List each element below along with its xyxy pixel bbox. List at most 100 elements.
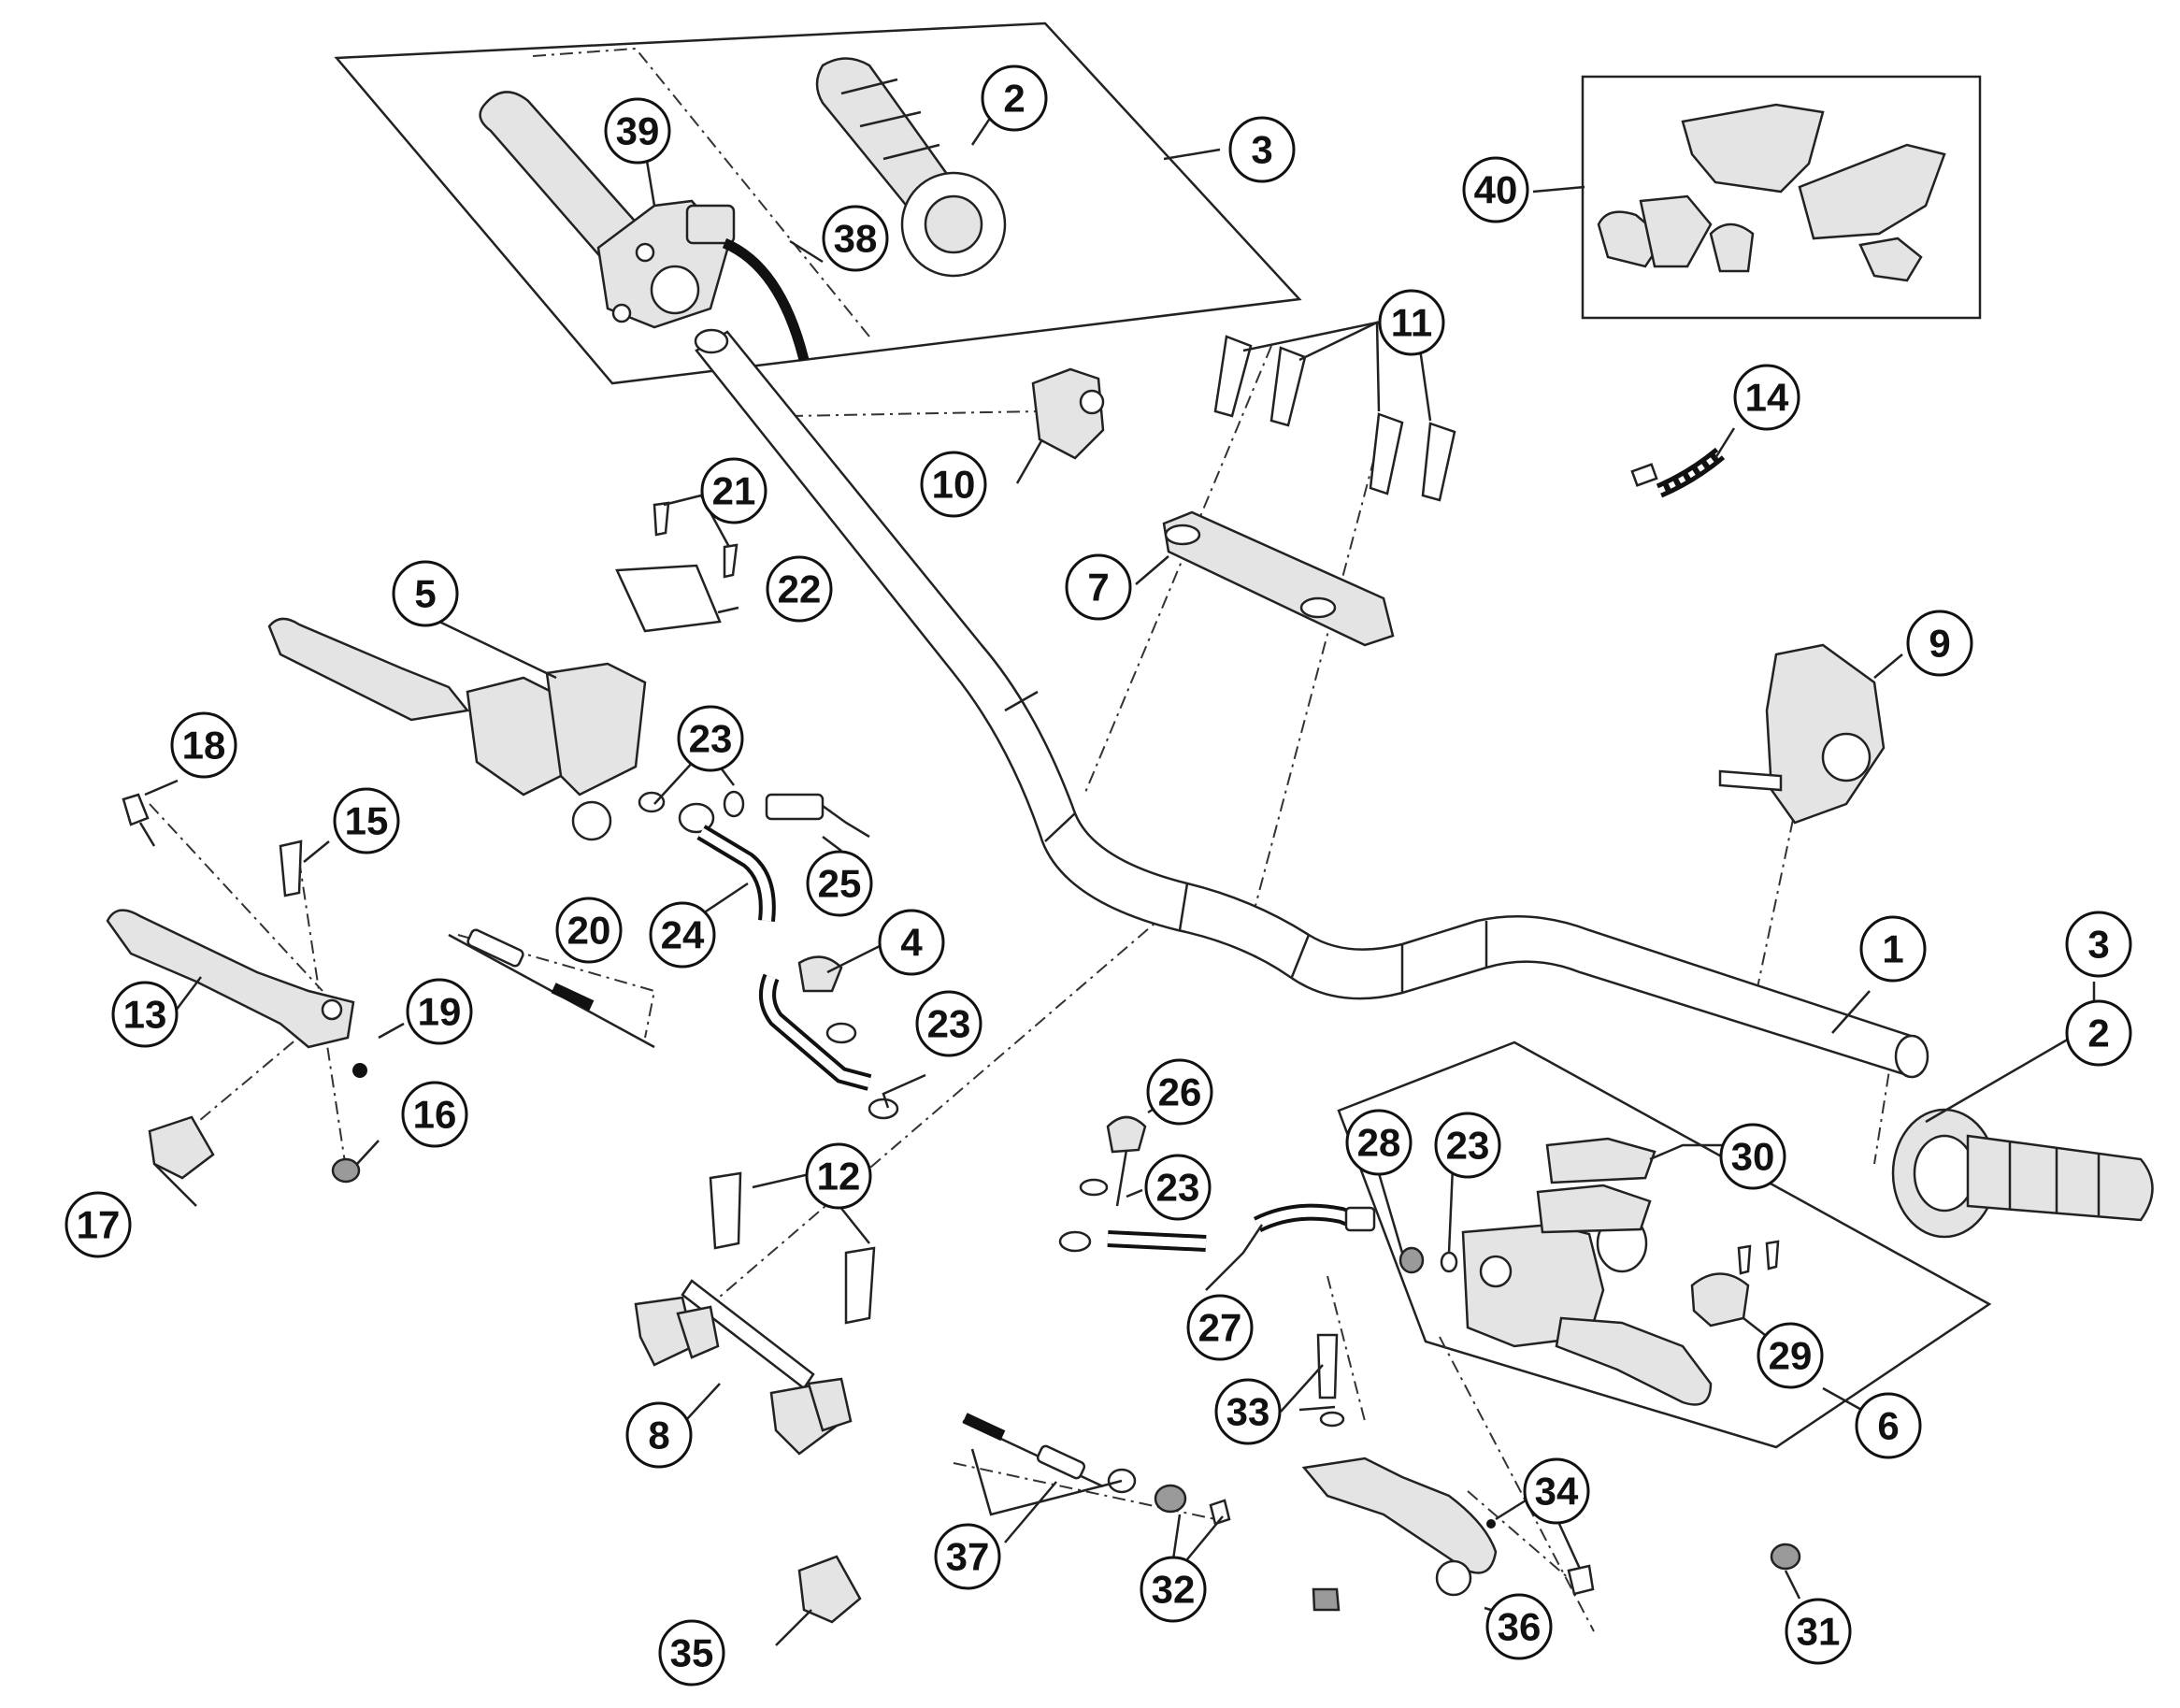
pivot-nut-16 [331,1157,361,1184]
svg-text:30: 30 [1731,1135,1775,1179]
callout-14: 14 [1733,364,1800,431]
svg-text:2: 2 [1003,77,1025,121]
handlebar [694,328,1929,1079]
svg-text:25: 25 [818,862,862,906]
lower-clamp-bolts [709,1171,876,1325]
svg-text:3: 3 [1251,128,1272,172]
brake-lever-36 [1301,1457,1498,1597]
brake-clamp-29 [1690,1240,1780,1328]
callout-33: 33 [1214,1378,1282,1445]
callout-35: 35 [658,1619,725,1686]
svg-text:39: 39 [616,109,660,153]
svg-text:16: 16 [413,1093,457,1137]
clutch-lever-holder [148,1115,215,1180]
pivot-pin-15 [279,840,303,897]
pivot-bolt-18 [122,793,156,847]
callout-29: 29 [1757,1322,1824,1389]
callout-8: 8 [625,1401,693,1469]
callout-26: 26 [1146,1058,1213,1126]
callout-40: 40 [1462,156,1529,223]
right-grip [1891,1108,2154,1239]
svg-text:21: 21 [712,469,756,513]
svg-text:10: 10 [932,463,976,507]
reservoir-cover-22 [615,564,722,633]
callout-39: 39 [604,97,671,165]
svg-text:5: 5 [414,572,436,616]
lever-holder-35 [797,1555,862,1624]
svg-text:14: 14 [1745,376,1789,420]
spring-19 [352,1063,367,1078]
svg-text:8: 8 [648,1414,669,1457]
svg-text:15: 15 [345,799,389,843]
svg-text:19: 19 [418,990,462,1034]
brake-lever-bolt-33 [1312,1333,1345,1612]
callout-24: 24 [649,901,716,969]
svg-text:23: 23 [1156,1166,1200,1210]
svg-text:29: 29 [1769,1334,1813,1378]
svg-text:12: 12 [817,1155,861,1198]
svg-text:32: 32 [1152,1568,1196,1612]
clutch-lever [106,909,355,1049]
svg-text:31: 31 [1797,1610,1841,1654]
clutch-master-cylinder [267,617,647,841]
svg-text:3: 3 [2087,923,2109,967]
callout-31: 31 [1785,1598,1852,1665]
svg-text:27: 27 [1198,1306,1242,1350]
svg-text:38: 38 [834,217,878,261]
clutch-hose [678,802,872,1091]
callout-2: 2 [2065,999,2132,1067]
svg-text:23: 23 [927,1002,971,1046]
callout-16: 16 [401,1081,468,1148]
callout-27: 27 [1186,1294,1254,1361]
right-switch [1718,643,1886,825]
lower-handlebar-clamps [634,1279,853,1456]
callout-9: 9 [1906,610,1973,677]
callout-28: 28 [1345,1109,1413,1176]
callout-12: 12 [805,1142,872,1210]
callout-17: 17 [65,1191,132,1258]
svg-text:1: 1 [1882,927,1903,971]
upper-handlebar-clamp [1162,510,1395,647]
svg-text:23: 23 [689,717,733,761]
svg-text:17: 17 [77,1203,121,1247]
callout-23: 23 [915,990,982,1057]
callout-34: 34 [1523,1457,1590,1525]
svg-text:2: 2 [2087,1012,2109,1055]
callout-36: 36 [1485,1593,1553,1660]
clutch-banjo-bolt [797,955,843,993]
callout-13: 13 [111,981,179,1048]
brake-master-cylinder [1461,1213,1713,1406]
callout-23: 23 [1434,1112,1501,1179]
svg-text:9: 9 [1929,622,1950,666]
adjuster-20 [448,928,655,1049]
callout-20: 20 [555,897,623,964]
brake-banjo-bolt-26 [1106,1115,1147,1207]
svg-text:36: 36 [1498,1605,1542,1649]
callout-25: 25 [806,850,873,917]
handguard-kit [1597,103,1946,282]
throttle-cable [722,237,810,362]
clamp-bolts [1213,335,1456,502]
cable-clamp [1630,447,1726,498]
brake-hose-27 [1107,1203,1376,1252]
callout-38: 38 [822,205,889,272]
callout-7: 7 [1065,553,1132,621]
callout-18: 18 [170,711,237,779]
callout-6: 6 [1855,1392,1922,1459]
clutch-fitting [765,793,870,839]
handguard-kit-box [1581,75,1982,320]
callout-4: 4 [878,909,945,976]
callout-11: 11 [1378,289,1445,356]
brake-pads-30 [1536,1137,1657,1234]
callout-22: 22 [766,555,833,623]
assembly-lines [149,47,1894,1632]
callout-30: 30 [1719,1123,1786,1190]
svg-text:7: 7 [1087,566,1109,610]
brake-parts-32 [1154,1484,1231,1526]
svg-text:6: 6 [1877,1404,1899,1448]
brake-washers [1058,1178,1109,1253]
brake-pivot-34 [1486,1519,1595,1596]
callout-23: 23 [1144,1154,1212,1221]
svg-text:4: 4 [900,921,923,965]
throttle-housing [596,199,736,329]
